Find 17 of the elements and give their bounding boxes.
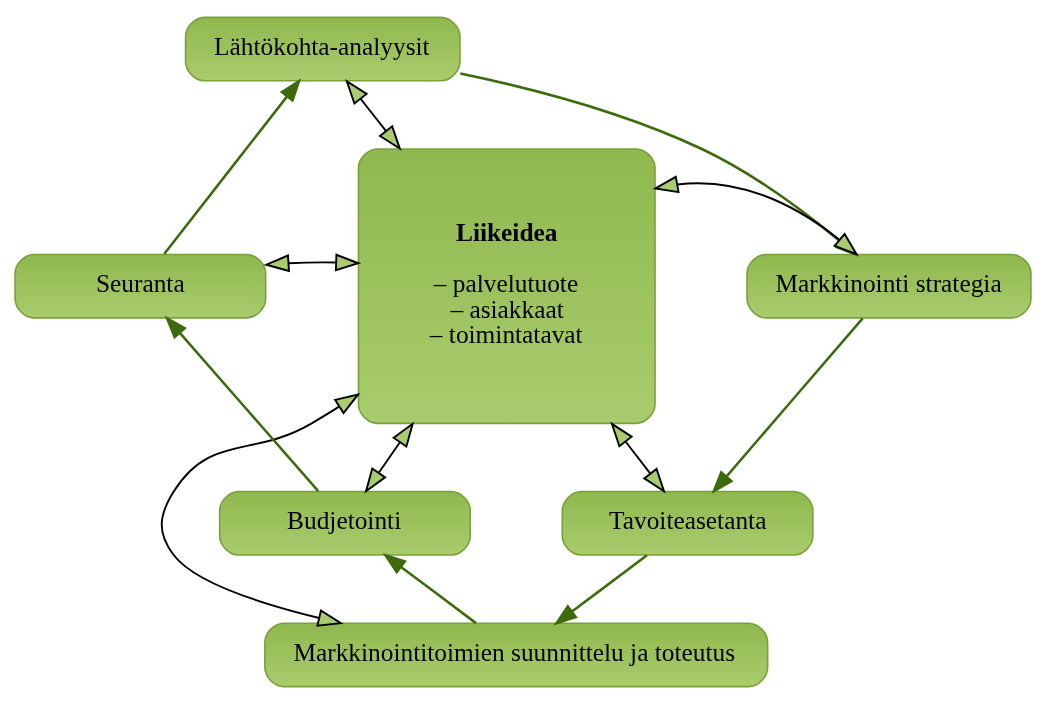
node-box: Lähtökohta-analyysit [184, 16, 461, 82]
arrow [164, 315, 320, 492]
arrow [610, 421, 666, 494]
arrow [160, 392, 361, 627]
arrow [364, 421, 415, 494]
arrow [711, 317, 864, 495]
arrow [553, 554, 648, 626]
arrow [345, 78, 402, 151]
node-box: Tavoiteasetanta [561, 490, 814, 556]
node-box: Seuranta [14, 253, 267, 319]
arrow [263, 253, 362, 273]
arrow [163, 78, 302, 255]
node-box: Markkinointitoimien suunnittelu ja toteutus [264, 622, 769, 688]
node-box: Markkinointi strategia [746, 253, 1032, 319]
node-box: Liikeidea – palvelutuote – asiakkaat – toimintatavat [357, 148, 656, 425]
node-box: Budjetointi [218, 490, 472, 556]
arrow [382, 553, 477, 625]
